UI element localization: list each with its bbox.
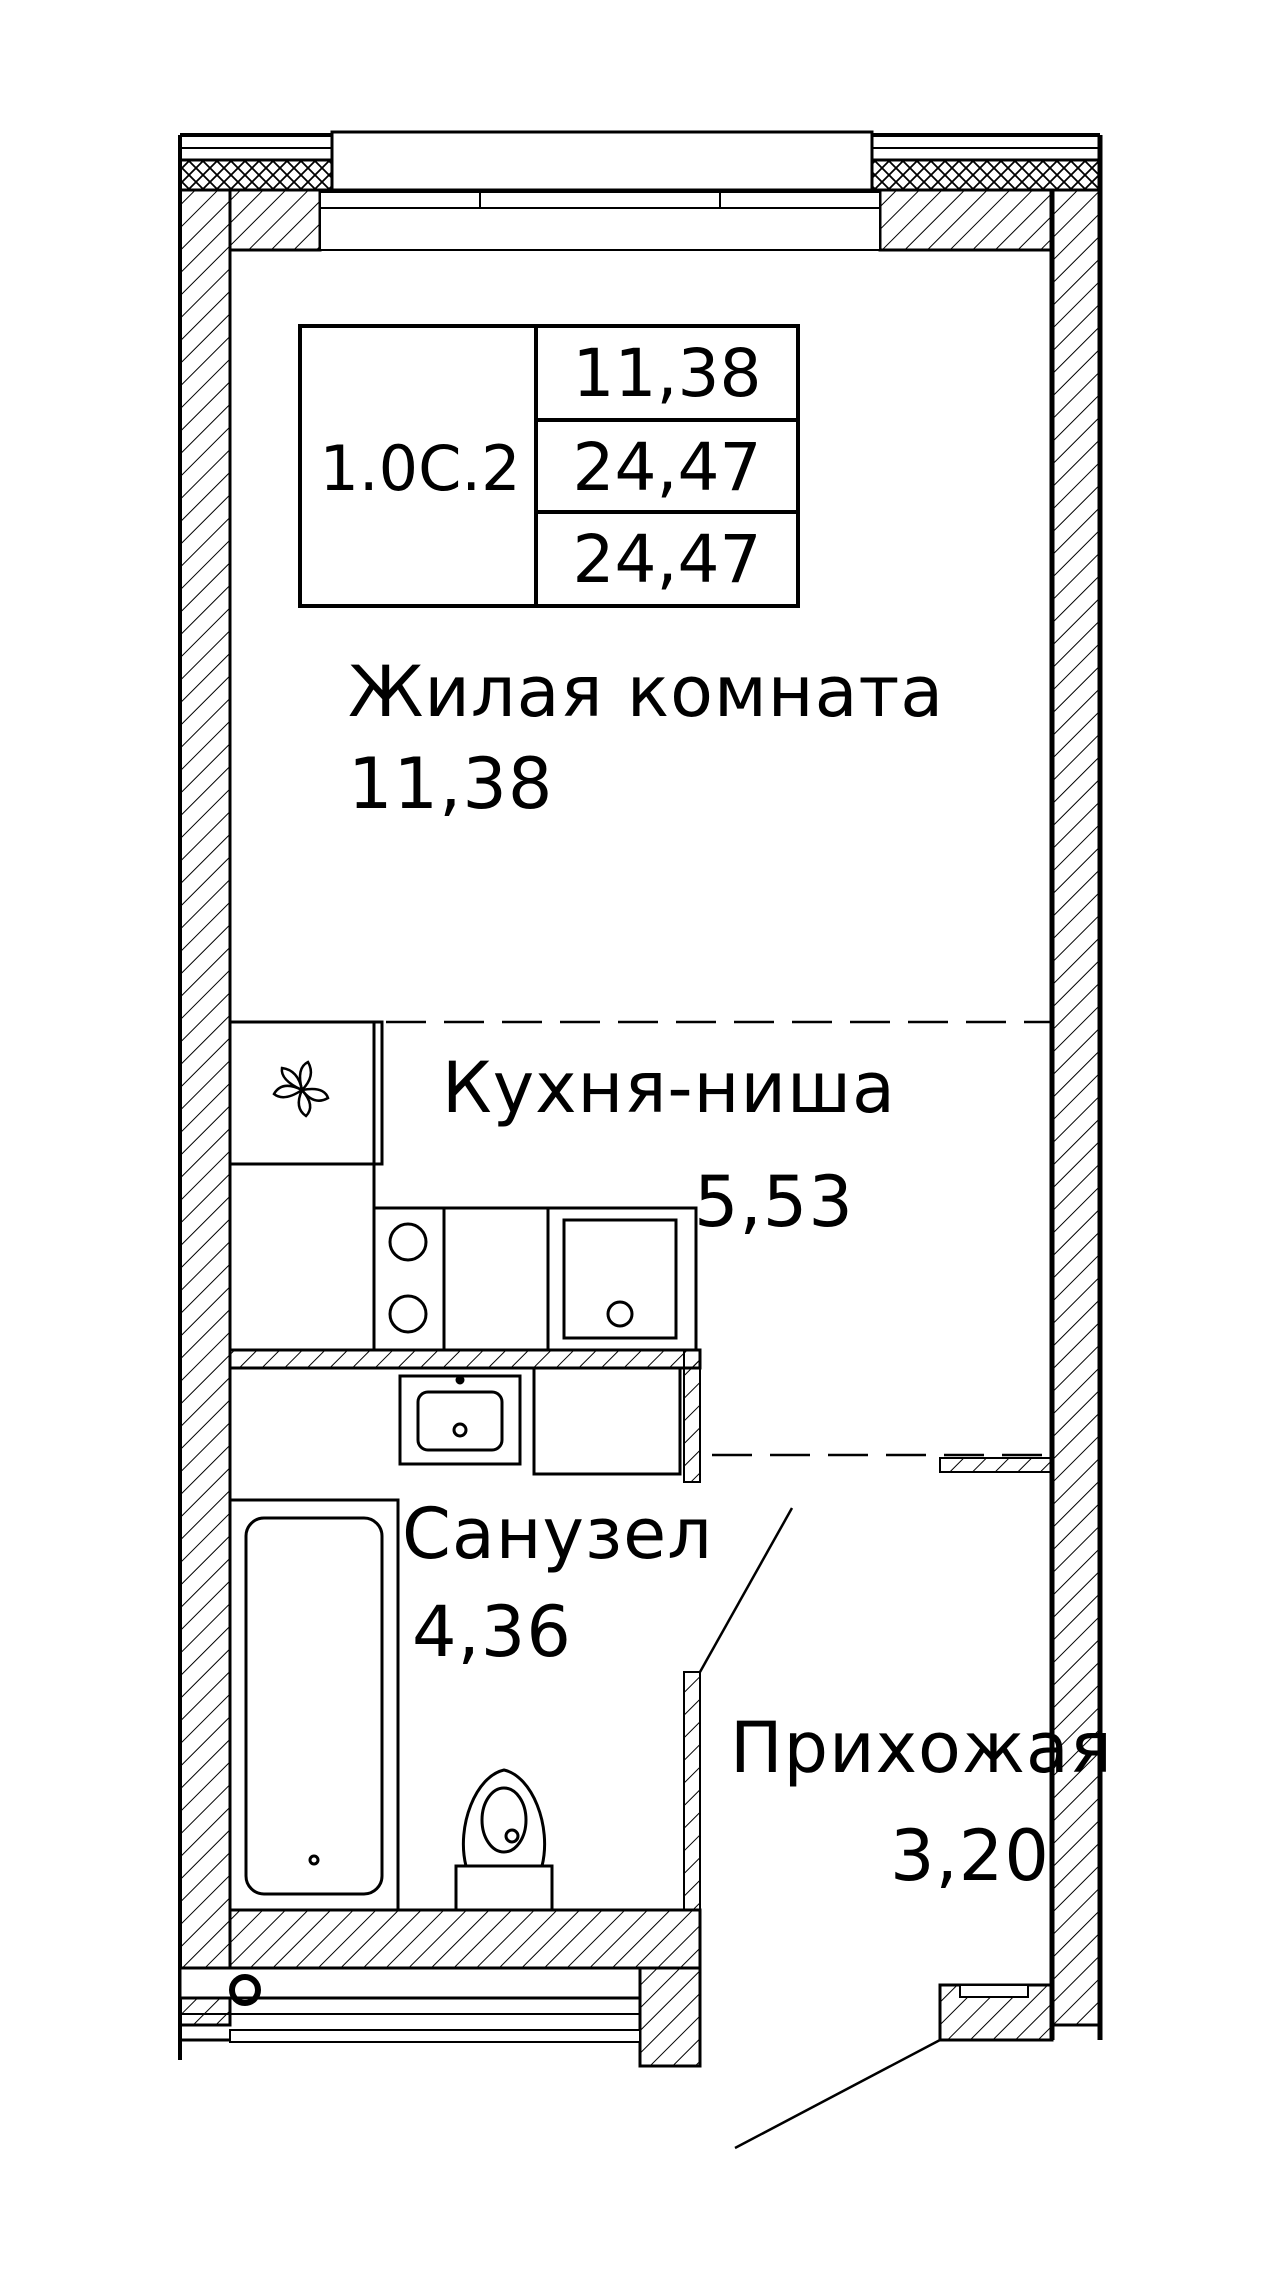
room-area-bathroom: 4,36	[412, 1591, 572, 1673]
room-labels: Жилая комната 11,38 Кухня-ниша 5,53 Сану…	[348, 651, 1113, 1897]
room-label-bathroom: Санузел	[402, 1493, 713, 1575]
room-label-living: Жилая комната	[348, 651, 944, 733]
living-area-value: 11,38	[573, 335, 762, 412]
total-area-value: 24,47	[573, 429, 762, 506]
room-area-hallway: 3,20	[890, 1815, 1050, 1897]
toilet-icon	[454, 1768, 554, 1912]
stove-icon	[388, 1222, 428, 1334]
total-area-balcony-value: 24,47	[573, 521, 762, 598]
room-area-kitchen: 5,53	[694, 1161, 854, 1243]
sink-icon	[398, 1374, 522, 1466]
window-bottom	[178, 1966, 642, 2043]
window-top	[319, 130, 881, 251]
oven-icon	[606, 1300, 634, 1328]
ventilation-fan-icon	[272, 1060, 330, 1118]
outer-walls	[178, 133, 1103, 2068]
apartment-code: 1.0C.2	[319, 432, 520, 505]
partition-walls	[228, 1348, 1053, 1911]
room-area-living: 11,38	[348, 743, 553, 825]
apartment-summary-table: 1.0C.2 11,38 24,47 24,47	[298, 324, 800, 608]
floor-drain-icon	[229, 1974, 261, 2006]
kitchen-equipment	[228, 1020, 698, 1352]
zone-separators	[270, 1020, 1052, 1457]
washing-machine-icon	[532, 1366, 682, 1476]
room-label-hallway: Прихожая	[730, 1707, 1113, 1789]
bathtub-icon	[228, 1498, 400, 1912]
room-label-kitchen: Кухня-ниша	[442, 1047, 896, 1129]
doors	[698, 1507, 941, 2150]
